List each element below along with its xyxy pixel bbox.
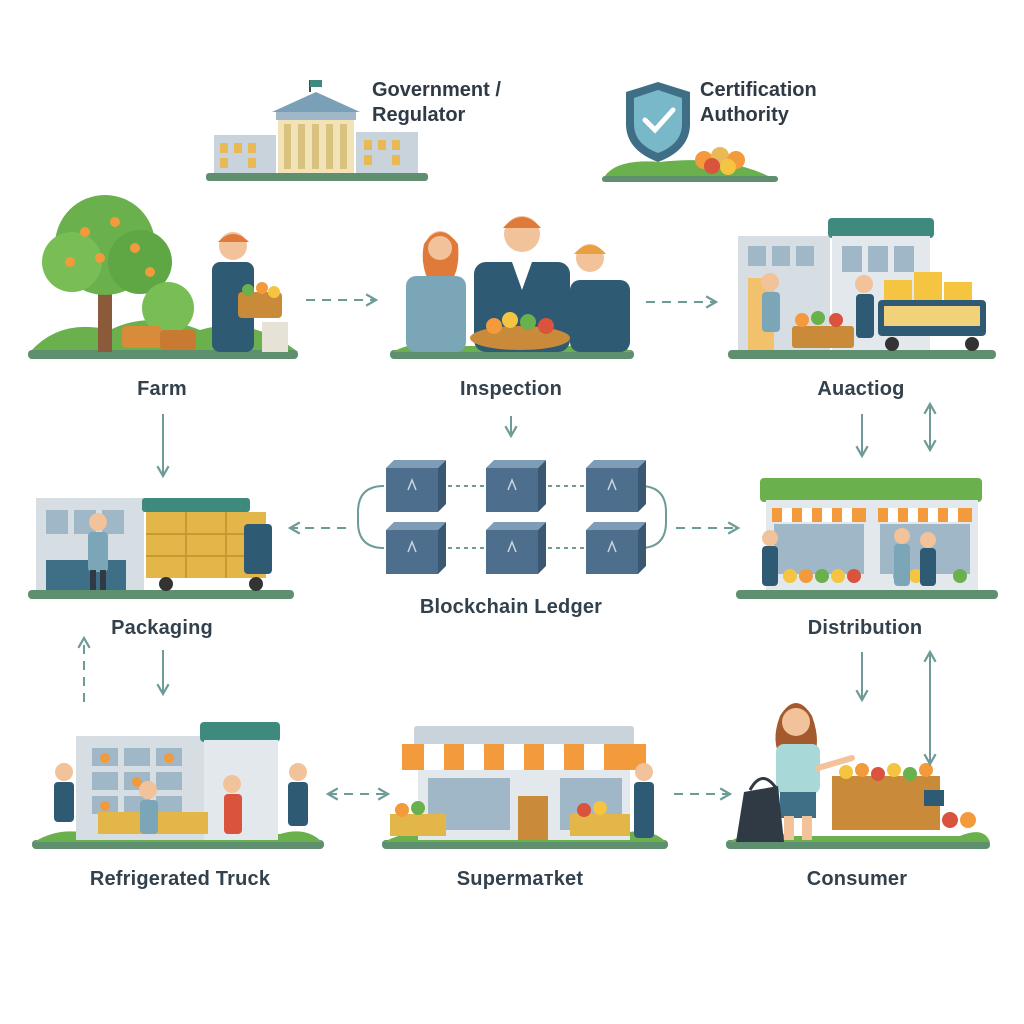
farm-illustration (28, 195, 298, 359)
auction-house-illustration (728, 218, 996, 359)
blockchain-cube-icon (386, 460, 446, 512)
government-label-line2: Regulator (372, 104, 466, 126)
government-label: Government / Regulator (372, 78, 501, 128)
node-label-consumer: Consumer (806, 868, 908, 890)
node-label-packaging: Packaging (111, 617, 213, 639)
government-building-icon (206, 80, 428, 181)
shield-check-icon (602, 82, 778, 182)
supermarket-illustration (382, 726, 668, 849)
blockchain-ledger (357, 460, 667, 574)
blockchain-cube-icon (486, 460, 546, 512)
certification-label-line1: Certification (700, 79, 817, 101)
node-label-blockchain: Blockchain Ledger (419, 596, 603, 618)
node-label-refrigerated-truck: Refrigerated Truck (89, 868, 271, 890)
node-label-inspection: Inspection (459, 378, 562, 400)
certification-label-line2: Authority (700, 104, 789, 126)
distribution-market-illustration (736, 478, 998, 599)
node-label-auctioning: Auactiog (817, 378, 905, 400)
flow-arrows (77, 293, 937, 801)
certification-label: Certification Authority (700, 78, 817, 128)
blockchain-cube-icon (586, 522, 646, 574)
consumer-illustration (726, 703, 990, 849)
node-label-distribution: Distribution (807, 617, 923, 639)
node-label-supermarket: Supermaтket (456, 868, 584, 890)
government-label-line1: Government / (372, 79, 501, 101)
node-label-farm: Farm (137, 378, 187, 400)
blockchain-cube-icon (586, 460, 646, 512)
packaging-facility-illustration (28, 498, 294, 599)
blockchain-cube-icon (486, 522, 546, 574)
blockchain-cube-icon (386, 522, 446, 574)
inspection-illustration (390, 216, 634, 359)
refrigerated-warehouse-illustration (32, 722, 324, 849)
